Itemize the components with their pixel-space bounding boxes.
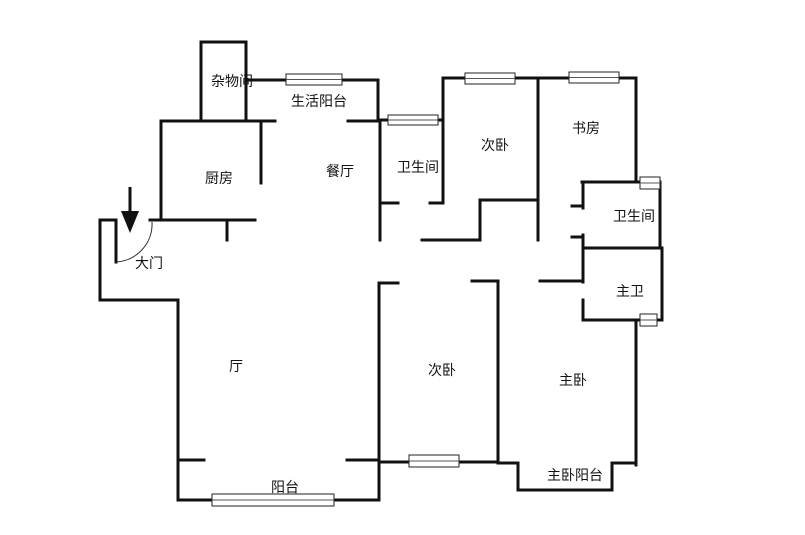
label-bathroom-1: 卫生间 (397, 160, 439, 176)
label-bedroom-2a: 次卧 (481, 138, 509, 154)
label-bathroom-2: 卫生间 (613, 209, 655, 225)
label-storage: 杂物间 (211, 74, 253, 90)
label-entrance: 大门 (135, 256, 163, 272)
label-master-bedroom: 主卧 (559, 373, 587, 389)
label-service-balcony: 生活阳台 (291, 94, 347, 110)
wall-entrance (98, 218, 180, 462)
label-kitchen: 厨房 (205, 171, 233, 187)
label-dining: 餐厅 (326, 164, 354, 180)
label-balcony: 阳台 (271, 480, 299, 496)
label-master-bath: 主卫 (616, 284, 644, 300)
arrow-down-icon (121, 187, 139, 233)
room-labels: 杂物间 生活阳台 厨房 餐厅 卫生间 次卧 书房 卫生间 主卫 大门 厅 次卧 … (135, 74, 655, 496)
label-study: 书房 (572, 121, 600, 137)
label-bedroom-2b: 次卧 (428, 363, 456, 379)
label-living: 厅 (229, 359, 243, 375)
wall-master-balcony (516, 461, 614, 492)
windows (211, 71, 661, 507)
label-master-balcony: 主卧阳台 (547, 468, 603, 484)
entrance-door-swing (115, 221, 153, 263)
walls (98, 40, 664, 502)
